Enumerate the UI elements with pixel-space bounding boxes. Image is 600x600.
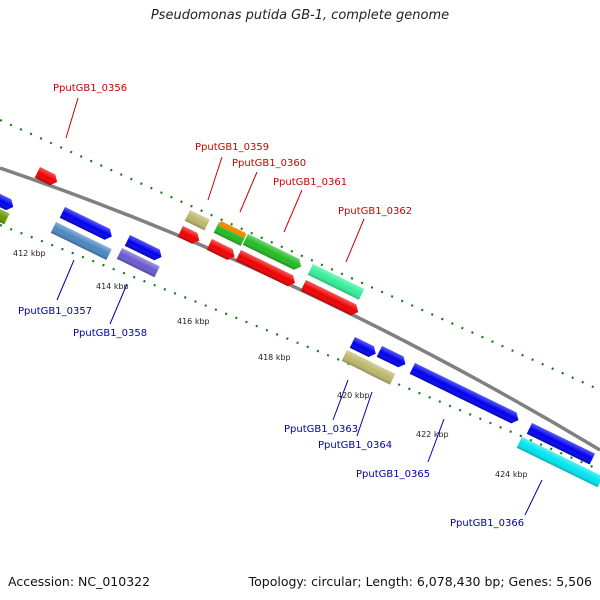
gene-arrow-0360[interactable]	[213, 222, 246, 246]
gene-label-0361[interactable]: PputGB1_0361	[273, 177, 347, 188]
gene-arrow-orange[interactable]	[218, 221, 247, 238]
tick-label-418: 418 kbp	[258, 353, 291, 362]
gene-arrow-left-edge-1[interactable]	[0, 188, 16, 212]
gene-arrow-0358[interactable]	[116, 248, 160, 278]
gene-label-0363[interactable]: PputGB1_0363	[284, 424, 358, 435]
gene-arrow-0366[interactable]	[516, 437, 600, 488]
gene-arrow-0362[interactable]	[307, 264, 365, 300]
gene-label-0360[interactable]: PputGB1_0360	[232, 158, 306, 169]
genome-backbone	[0, 166, 600, 452]
gene-arrow-0356[interactable]	[34, 167, 60, 187]
gene-arrow-blue-a[interactable]	[59, 207, 115, 242]
gene-arrow-blue-c[interactable]	[349, 337, 379, 359]
gene-arrow-red-a[interactable]	[177, 226, 202, 246]
tick-label-416: 416 kbp	[177, 317, 210, 326]
gene-label-0358[interactable]: PputGB1_0358	[73, 328, 147, 339]
gene-arrow-blue-e[interactable]	[526, 423, 595, 465]
gene-arrow-0359[interactable]	[184, 210, 210, 231]
gene-label-0362[interactable]: PputGB1_0362	[338, 206, 412, 217]
gene-arrow-blue-d[interactable]	[376, 346, 408, 369]
gene-label-0364[interactable]: PputGB1_0364	[318, 440, 392, 451]
genome-summary-text: Topology: circular; Length: 6,078,430 bp…	[248, 574, 592, 589]
gene-label-0356[interactable]: PputGB1_0356	[53, 83, 127, 94]
gene-label-0359[interactable]: PputGB1_0359	[195, 142, 269, 153]
tick-label-420: 420 kbp	[337, 391, 370, 400]
gene-label-0366[interactable]: PputGB1_0366	[450, 518, 524, 529]
top-label-leaders	[65, 97, 365, 263]
gene-label-0365[interactable]: PputGB1_0365	[356, 469, 430, 480]
gene-arrow-red-c[interactable]	[235, 250, 298, 288]
page-title: Pseudomonas putida GB-1, complete genome	[150, 8, 450, 23]
bottom-label-leaders	[56, 259, 543, 516]
tick-label-414: 414 kbp	[96, 282, 129, 291]
gene-label-0357[interactable]: PputGB1_0357	[18, 306, 92, 317]
gene-arrow-0364[interactable]	[365, 362, 396, 385]
gene-arrow-0357[interactable]	[50, 222, 112, 260]
gene-arrow-0365[interactable]	[409, 363, 521, 426]
gene-arrow-left-edge-2[interactable]	[0, 203, 10, 225]
accession-text: Accession: NC_010322	[8, 574, 151, 589]
gene-arrow-0361[interactable]	[242, 234, 304, 272]
gene-arrow-0363[interactable]	[341, 350, 372, 373]
tick-label-424: 424 kbp	[495, 470, 528, 479]
tick-label-422: 422 kbp	[416, 430, 449, 439]
gene-arrow-red-b[interactable]	[206, 239, 237, 262]
gene-arrow-red-d[interactable]	[300, 280, 361, 318]
tick-label-412: 412 kbp	[13, 249, 46, 258]
gene-arrow-blue-b[interactable]	[124, 235, 164, 262]
